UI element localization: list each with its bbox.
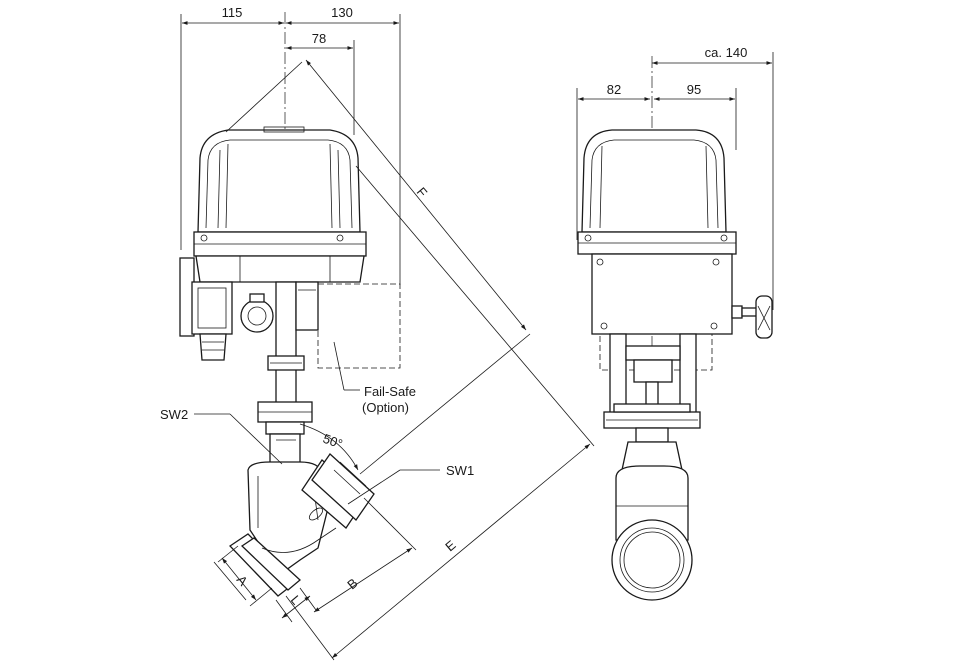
callout-sw1: SW1 xyxy=(347,463,474,505)
dim-b-label: B xyxy=(344,575,360,592)
junction-box xyxy=(179,257,233,361)
dim-f-label: F xyxy=(414,184,431,200)
dim-130-label: 130 xyxy=(331,5,353,20)
failsafe-label-2: (Option) xyxy=(362,400,409,415)
dim-l-label: L xyxy=(288,592,304,607)
dim-95-label: 95 xyxy=(687,82,701,97)
side-valve-body xyxy=(611,441,693,601)
dim-ca140-label: ca. 140 xyxy=(705,45,748,60)
dim-78-label: 78 xyxy=(312,31,326,46)
dim-115-label: 115 xyxy=(222,5,243,20)
dim-a-label: A xyxy=(234,572,251,589)
fail-safe-outline xyxy=(317,283,401,369)
callout-sw1-label: SW1 xyxy=(446,463,474,478)
dim-e-label: E xyxy=(442,537,459,554)
side-handwheel xyxy=(731,295,773,339)
dimension-side: ca. 140 82 95 xyxy=(576,45,774,310)
side-yoke xyxy=(599,333,713,443)
callout-sw2: SW2 xyxy=(160,407,283,465)
dimension-b: B xyxy=(313,497,417,613)
angle-label: 50° xyxy=(321,431,345,452)
valve-body xyxy=(228,453,375,597)
side-view: ca. 140 82 95 xyxy=(576,45,774,601)
manual-override-knob xyxy=(240,293,274,333)
callout-sw2-label: SW2 xyxy=(160,407,188,422)
failsafe-label-1: Fail-Safe xyxy=(364,384,416,399)
dimension-top: 115 130 78 xyxy=(180,5,401,285)
front-view: 115 130 78 xyxy=(160,5,595,661)
dim-82-label: 82 xyxy=(607,82,621,97)
side-actuator-housing xyxy=(577,129,737,335)
callout-failsafe: Fail-Safe (Option) xyxy=(333,341,416,415)
actuator-housing xyxy=(193,126,367,283)
